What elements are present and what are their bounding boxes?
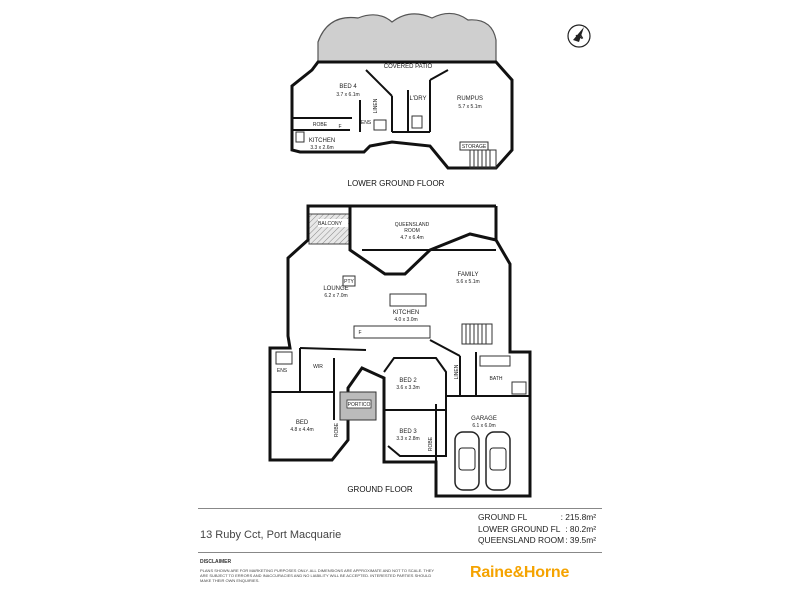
ground-fridge-label: F xyxy=(358,330,361,336)
pantry-box xyxy=(342,275,356,287)
lower-linen-label: LINEN xyxy=(373,98,379,113)
master-bed-dimensions: 4.8 x 4.4m xyxy=(290,427,313,433)
bed3-robe-label: ROBE xyxy=(428,436,434,451)
garage-dimensions: 6.1 x 6.0m xyxy=(472,423,495,429)
wir-label: WIR xyxy=(313,364,323,370)
kitchen-counter xyxy=(353,325,431,339)
compass-icon: N xyxy=(567,24,591,48)
bed2-label: BED 2 xyxy=(399,378,417,384)
family-dimensions: 5.6 x 5.1m xyxy=(456,279,479,285)
area-value: : 39.5m² xyxy=(565,535,596,546)
ensuite-shower xyxy=(373,119,387,131)
family-label: FAMILY xyxy=(458,272,479,278)
car-icon xyxy=(454,431,480,491)
lower-ensuite-label: ENS xyxy=(361,120,372,126)
covered-patio-label: COVERED PATIO xyxy=(384,64,433,70)
bed4-label: BED 4 xyxy=(339,84,357,90)
queensland-room-label-1: QUEENSLAND xyxy=(395,222,430,228)
ground-stairs xyxy=(461,323,493,345)
area-row: QUEENSLAND ROOM : 39.5m² xyxy=(478,535,596,547)
kitchen-island xyxy=(389,293,427,307)
bath-label: BATH xyxy=(490,376,503,382)
queensland-room-label-2: ROOM xyxy=(404,228,420,234)
brand-logo: Raine&Horne xyxy=(470,564,570,581)
ground-floor-title: GROUND FLOOR xyxy=(347,485,413,494)
bed3-dimensions: 3.3 x 2.8m xyxy=(396,436,419,442)
area-label: QUEENSLAND ROOM xyxy=(478,535,565,546)
lower-ground-floor-plan: COVERED PATIO BED 4 3.7 x 6.1m ROBE F EN… xyxy=(290,12,514,188)
bed3-walls xyxy=(387,409,447,457)
disclaimer-title: DISCLAIMER xyxy=(200,559,232,565)
laundry-tub xyxy=(411,115,423,129)
lower-floor-outer-wall xyxy=(290,60,514,170)
bath-shower xyxy=(511,381,527,395)
lounge-dimensions: 6.2 x 7.0m xyxy=(324,293,347,299)
ground-kitchen-dimensions: 4.0 x 3.0m xyxy=(394,317,417,323)
area-row: LOWER GROUND FL : 80.2m² xyxy=(478,524,596,536)
bathtub xyxy=(479,355,511,367)
rumpus-label: RUMPUS xyxy=(457,96,483,102)
car-icon xyxy=(485,431,511,491)
balcony-label: BALCONY xyxy=(318,221,343,227)
garage-label: GARAGE xyxy=(471,416,497,422)
kitchen-sink xyxy=(295,131,305,143)
ground-robe-label: ROBE xyxy=(334,422,340,437)
ensuite-shower xyxy=(275,351,293,365)
ground-floor-plan: BALCONY QUEENSLAND ROOM 4.7 x 6.4m FAMIL… xyxy=(268,204,532,498)
divider xyxy=(198,508,602,509)
area-label: LOWER GROUND FL xyxy=(478,523,561,534)
master-bed-label: BED xyxy=(296,420,309,426)
compass-north-label: N xyxy=(574,31,585,43)
area-value: : 80.2m² xyxy=(565,523,596,534)
lower-kitchen-dimensions: 3.3 x 2.6m xyxy=(310,145,333,151)
property-address: 13 Ruby Cct, Port Macquarie xyxy=(200,529,342,541)
disclaimer-text: Plans shown are for marketing purposes o… xyxy=(200,568,434,583)
bed3-label: BED 3 xyxy=(399,429,417,435)
lower-robe-label: ROBE xyxy=(313,122,328,128)
ground-floor-outer-wall xyxy=(268,204,532,498)
wall xyxy=(365,69,393,97)
area-row: GROUND FL : 215.8m² xyxy=(478,512,596,524)
area-value: : 215.8m² xyxy=(560,512,596,522)
storage-box xyxy=(459,141,489,151)
wall xyxy=(299,347,367,351)
queensland-room-dimensions: 4.7 x 6.4m xyxy=(400,235,423,241)
storage-label: STORAGE xyxy=(462,144,487,150)
bed2-walls xyxy=(383,357,447,411)
covered-patio-area xyxy=(317,12,497,63)
balcony-area xyxy=(308,213,352,245)
bed4-dimensions: 3.7 x 6.1m xyxy=(336,92,359,98)
area-summary: GROUND FL : 215.8m² LOWER GROUND FL : 80… xyxy=(478,512,596,547)
lower-ground-floor-title: LOWER GROUND FLOOR xyxy=(348,179,445,188)
bed2-dimensions: 3.6 x 3.3m xyxy=(396,385,419,391)
laundry-label: L'DRY xyxy=(409,96,426,102)
lower-fridge-label: F xyxy=(338,124,341,130)
wall xyxy=(429,339,461,357)
divider xyxy=(198,552,602,553)
portico-label: PORTICO xyxy=(348,402,371,408)
lounge-label: LOUNGE xyxy=(323,286,348,292)
pantry-label: PTY xyxy=(344,279,354,285)
lower-kitchen-label: KITCHEN xyxy=(309,138,335,144)
lower-stairs xyxy=(469,149,497,169)
rumpus-dimensions: 5.7 x 5.1m xyxy=(458,104,481,110)
wall xyxy=(429,69,449,81)
ground-kitchen-label: KITCHEN xyxy=(393,310,419,316)
ground-ensuite-label: ENS xyxy=(277,368,288,374)
ground-linen-label: LINEN xyxy=(454,364,460,379)
area-label: GROUND FL xyxy=(478,512,528,522)
